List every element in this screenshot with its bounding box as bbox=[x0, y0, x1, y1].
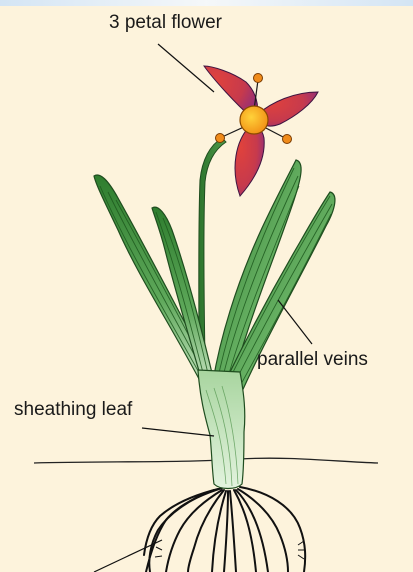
sheath-base bbox=[198, 370, 245, 489]
stamen-right bbox=[283, 135, 292, 144]
label-3-petal-flower: 3 petal flower bbox=[109, 13, 222, 32]
label-sheathing-leaf: sheathing leaf bbox=[14, 400, 132, 419]
flower-center bbox=[240, 106, 268, 134]
label-parallel-veins: parallel veins bbox=[257, 350, 368, 369]
leader-veins bbox=[278, 300, 312, 344]
leader-roots bbox=[94, 540, 162, 572]
ground-line bbox=[34, 458, 378, 463]
stamen-left bbox=[216, 134, 225, 143]
petal-bottom bbox=[235, 126, 264, 197]
flower-stem bbox=[199, 138, 226, 360]
stamen-top bbox=[254, 74, 263, 83]
roots bbox=[144, 487, 305, 572]
leader-sheath bbox=[142, 428, 214, 436]
